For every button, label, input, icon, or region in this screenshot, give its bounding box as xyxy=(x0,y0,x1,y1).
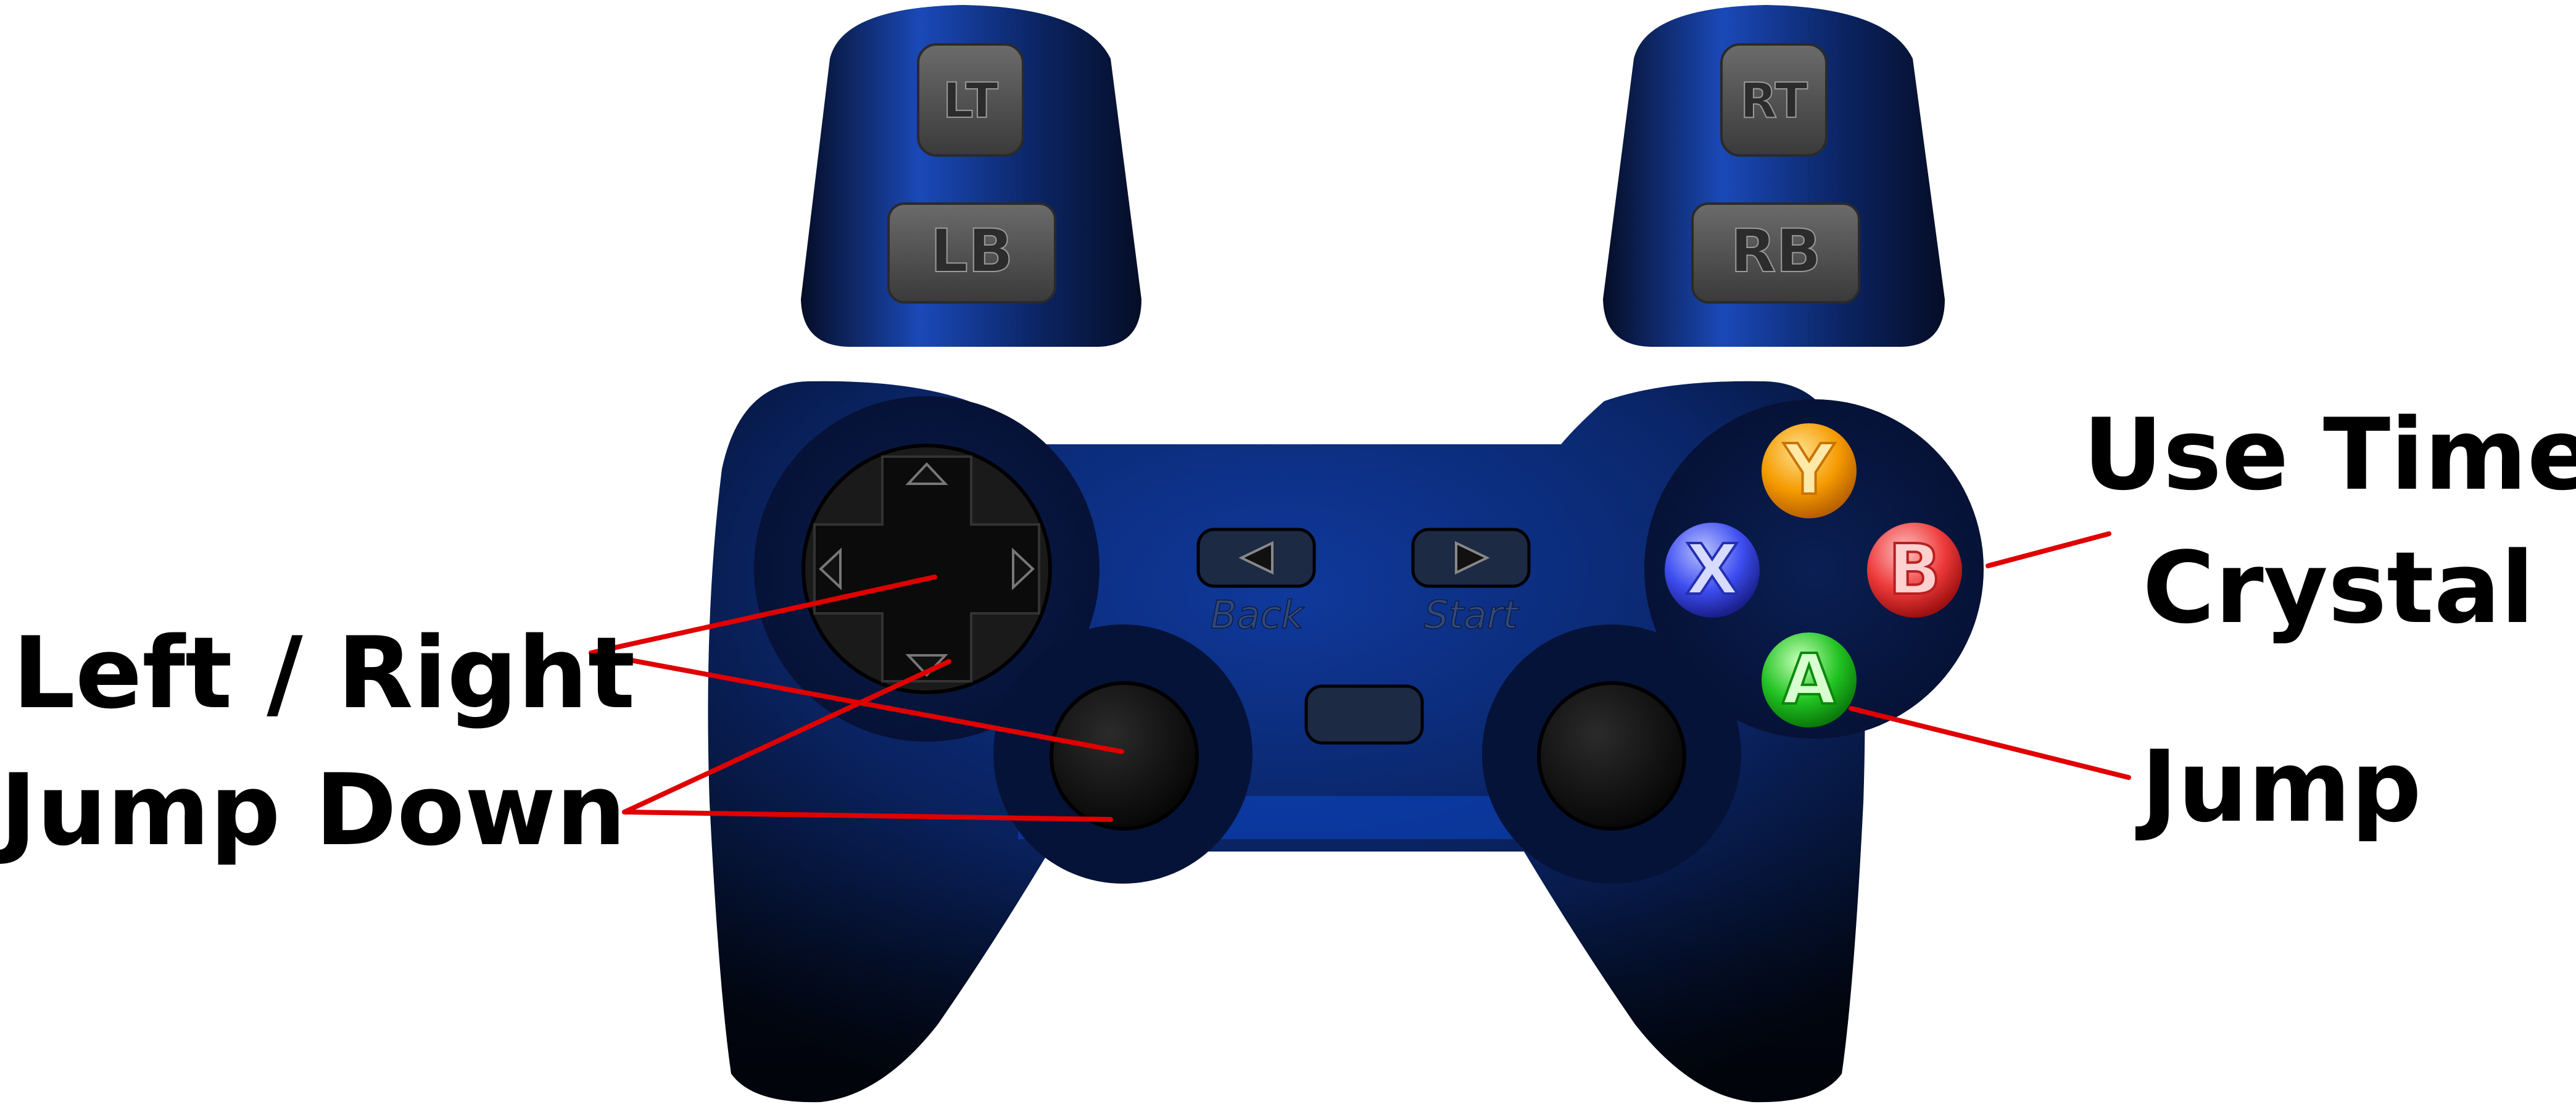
dpad-right-arrow-icon xyxy=(1012,547,1035,591)
callout-left-right-to-dpad xyxy=(589,574,937,655)
face-button-well xyxy=(1644,399,1984,739)
y-button[interactable]: Y xyxy=(1762,423,1857,518)
lb-label: LB xyxy=(930,217,1013,286)
callout-jump-down-to-dpad xyxy=(622,659,951,815)
callout-jump-down-to-left-stick xyxy=(622,810,1113,822)
back-button[interactable] xyxy=(1196,528,1316,588)
a-button[interactable]: A xyxy=(1762,632,1857,728)
right-analog-stick[interactable] xyxy=(1537,681,1686,831)
callout-jump-to-a xyxy=(1849,706,2131,780)
lt-button[interactable]: LT xyxy=(917,43,1024,157)
rt-button[interactable]: RT xyxy=(1720,43,1828,157)
rb-label: RB xyxy=(1730,217,1821,286)
label-crystal: Crystal xyxy=(2142,530,2534,645)
back-arrow-icon xyxy=(1238,541,1274,575)
label-jump: Jump xyxy=(2135,729,2422,844)
y-label: Y xyxy=(1783,430,1835,510)
left-analog-stick[interactable] xyxy=(1050,681,1199,831)
start-button[interactable] xyxy=(1411,528,1531,588)
rt-label: RT xyxy=(1740,73,1808,129)
dpad[interactable] xyxy=(801,444,1052,694)
b-button[interactable]: B xyxy=(1867,523,1962,618)
back-label: Back xyxy=(1211,592,1305,637)
start-arrow-icon xyxy=(1455,541,1490,575)
x-button[interactable]: X xyxy=(1665,523,1760,618)
lb-button[interactable]: LB xyxy=(887,202,1056,304)
x-label: X xyxy=(1686,530,1739,610)
callout-time-crystal-to-b xyxy=(1986,531,2111,568)
label-jump-down: Jump Down xyxy=(0,752,626,868)
dpad-up-arrow-icon xyxy=(905,462,948,485)
a-label: A xyxy=(1783,640,1836,720)
guide-button[interactable] xyxy=(1304,684,1424,745)
b-label: B xyxy=(1888,530,1940,610)
label-use-time: Use Time xyxy=(2083,397,2576,512)
lt-label: LT xyxy=(943,73,998,129)
rb-button[interactable]: RB xyxy=(1691,202,1860,304)
callout-lines xyxy=(589,531,2131,822)
label-left-right: Left / Right xyxy=(12,615,635,731)
start-label: Start xyxy=(1424,592,1519,637)
dpad-left-arrow-icon xyxy=(819,547,842,591)
